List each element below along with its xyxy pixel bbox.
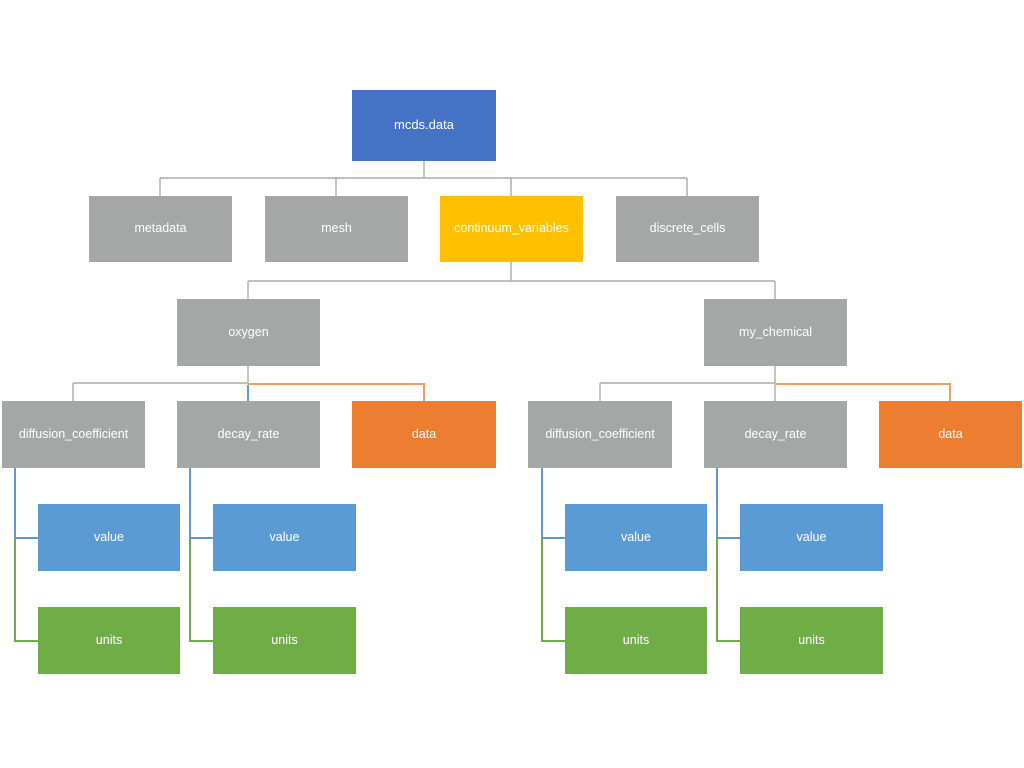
node-oxygen-diffusion-value: value (38, 504, 180, 571)
node-my-chemical-diffusion-value: value (565, 504, 707, 571)
node-oxygen: oxygen (177, 299, 320, 366)
node-metadata: metadata (89, 196, 232, 262)
node-mesh: mesh (265, 196, 408, 262)
node-my-chemical-decay-units: units (740, 607, 883, 674)
node-oxygen-data: data (352, 401, 496, 468)
node-oxygen-decay-units: units (213, 607, 356, 674)
node-continuum-variables: continuum_variables (440, 196, 583, 262)
node-oxygen-diffusion-units: units (38, 607, 180, 674)
node-my-chemical-data: data (879, 401, 1022, 468)
node-oxygen-diffusion-coefficient: diffusion_coefficient (2, 401, 145, 468)
node-my-chemical-decay-rate: decay_rate (704, 401, 847, 468)
connector-root-fan (159, 161, 688, 196)
connector-oxygen-diffusion-children (14, 468, 38, 642)
node-my-chemical-diffusion-units: units (565, 607, 707, 674)
node-oxygen-decay-rate: decay_rate (177, 401, 320, 468)
connector-my-chemical-diffusion-children (541, 468, 565, 642)
connector-oxygen-fan (72, 366, 425, 401)
node-mcds-data: mcds.data (352, 90, 496, 161)
node-my-chemical-diffusion-coefficient: diffusion_coefficient (528, 401, 672, 468)
connector-my-chemical-fan (599, 366, 951, 401)
connector-oxygen-decay-children (189, 468, 213, 642)
node-discrete-cells: discrete_cells (616, 196, 759, 262)
node-oxygen-decay-value: value (213, 504, 356, 571)
node-my-chemical: my_chemical (704, 299, 847, 366)
connector-continuum-fan (247, 262, 776, 299)
node-my-chemical-decay-value: value (740, 504, 883, 571)
connector-my-chemical-decay-children (716, 468, 740, 642)
